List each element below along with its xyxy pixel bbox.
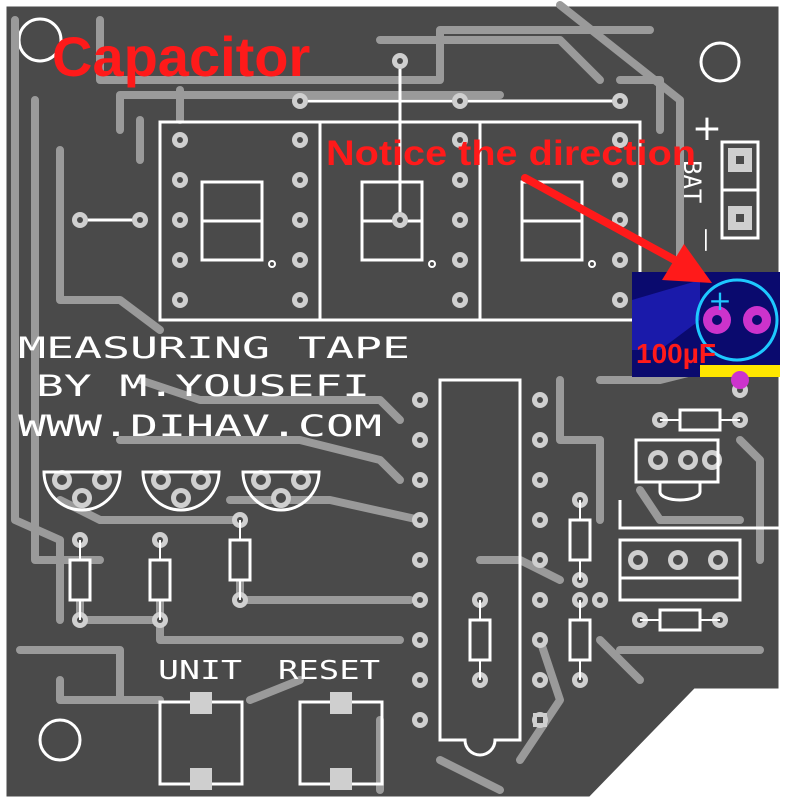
battery-connector [720,140,760,240]
solder-pad-hole [683,455,693,465]
seven-segment-digit-2 [360,180,436,268]
solder-pad-hole [297,137,303,143]
solder-pad-hole [297,217,303,223]
capacitor-highlight [632,272,780,389]
solder-pad-hole [537,437,543,443]
solder-pad-hole [417,437,423,443]
solder-pad-hole [707,455,717,465]
mounting-hole-top-right [699,41,741,83]
capacitor-value-label: 100µF [636,338,716,369]
solder-pad-hole [673,555,683,565]
solder-pad-hole [276,493,286,503]
solder-pad-hole [177,257,183,263]
board-edge-outline-right [618,500,780,530]
unit-button-label: UNIT [158,656,242,686]
regulator-footprint [634,438,720,502]
silkscreen-title: MEASURING TAPE [18,331,410,365]
solder-pad-hole [457,297,463,303]
three-pin-header [618,538,742,602]
solder-pad-hole [617,137,623,143]
solder-pad-hole [77,493,87,503]
solder-pad-hole [417,717,423,723]
solder-pad-hole [617,177,623,183]
solder-pad-hole [177,217,183,223]
solder-pad-hole [397,58,403,64]
reset-button-label: RESET [278,656,380,686]
annotation-note: Notice the direction [326,134,696,173]
solder-pad-hole [457,177,463,183]
solder-pad-hole [537,397,543,403]
solder-pad-hole [77,217,83,223]
reset-button-footprint [298,692,384,790]
solder-pad-hole [196,475,206,485]
solder-pad-hole [156,475,166,485]
solder-pad-hole [177,137,183,143]
solder-pad-hole [177,177,183,183]
solder-pad-hole [417,397,423,403]
solder-pad-hole [457,257,463,263]
solder-pad-hole [617,257,623,263]
battery-label: BAT [678,160,706,203]
solder-pad-hole [417,477,423,483]
annotation-title: Capacitor [52,25,310,88]
square-pad-hole [537,717,543,723]
solder-pad-hole [617,297,623,303]
seven-segment-digit-1 [200,180,276,268]
solder-pad-hole [397,217,403,223]
solder-pad-hole [256,475,266,485]
solder-pad-hole [537,477,543,483]
solder-pad-hole [57,475,67,485]
resistor-footprints [68,408,740,680]
transistor-footprint-2 [141,470,221,512]
solder-pad-hole [97,475,107,485]
transistor-footprint-3 [241,470,321,512]
solder-pad-hole [457,137,463,143]
solder-pads [52,53,748,728]
solder-pad-hole [537,637,543,643]
transistor-footprint-1 [42,470,122,512]
solder-pad-hole [296,475,306,485]
solder-pad-hole [617,98,623,104]
capacitor-outline [695,278,779,362]
ic-socket-outline [438,378,522,757]
solder-pad-hole [633,555,643,565]
capacitor-plus-sign: + [708,284,731,317]
solder-pad-hole [537,557,543,563]
solder-pad-hole [617,217,623,223]
seven-segment-digit-3 [520,180,596,268]
solder-pad-hole [297,177,303,183]
solder-pad-hole [417,597,423,603]
solder-pad-hole [297,98,303,104]
solder-pad-hole [713,555,723,565]
battery-plus-sign: + [692,108,722,149]
solder-pad-hole [537,597,543,603]
solder-pad-hole [417,677,423,683]
direction-arrow [521,174,712,283]
solder-pad-hole [417,557,423,563]
solder-pad-hole [137,217,143,223]
solder-pad-hole [457,98,463,104]
solder-pad-hole [417,637,423,643]
battery-minus-sign: — [693,228,721,252]
solder-pad-hole [417,517,423,523]
solder-pad-hole [176,493,186,503]
silkscreen-author: BY M.YOUSEFI [36,369,370,403]
solder-pad-hole [177,297,183,303]
solder-pad-hole [653,455,663,465]
solder-pad-hole [457,217,463,223]
silkscreen-website: WWW.DIHAV.COM [18,409,382,443]
solder-pad-hole [537,677,543,683]
unit-button-footprint [158,692,244,790]
mounting-hole-bottom-left [38,718,82,762]
solder-pad-hole [597,597,603,603]
solder-pad-hole [297,257,303,263]
solder-pad-hole [297,297,303,303]
solder-pad-hole [537,517,543,523]
